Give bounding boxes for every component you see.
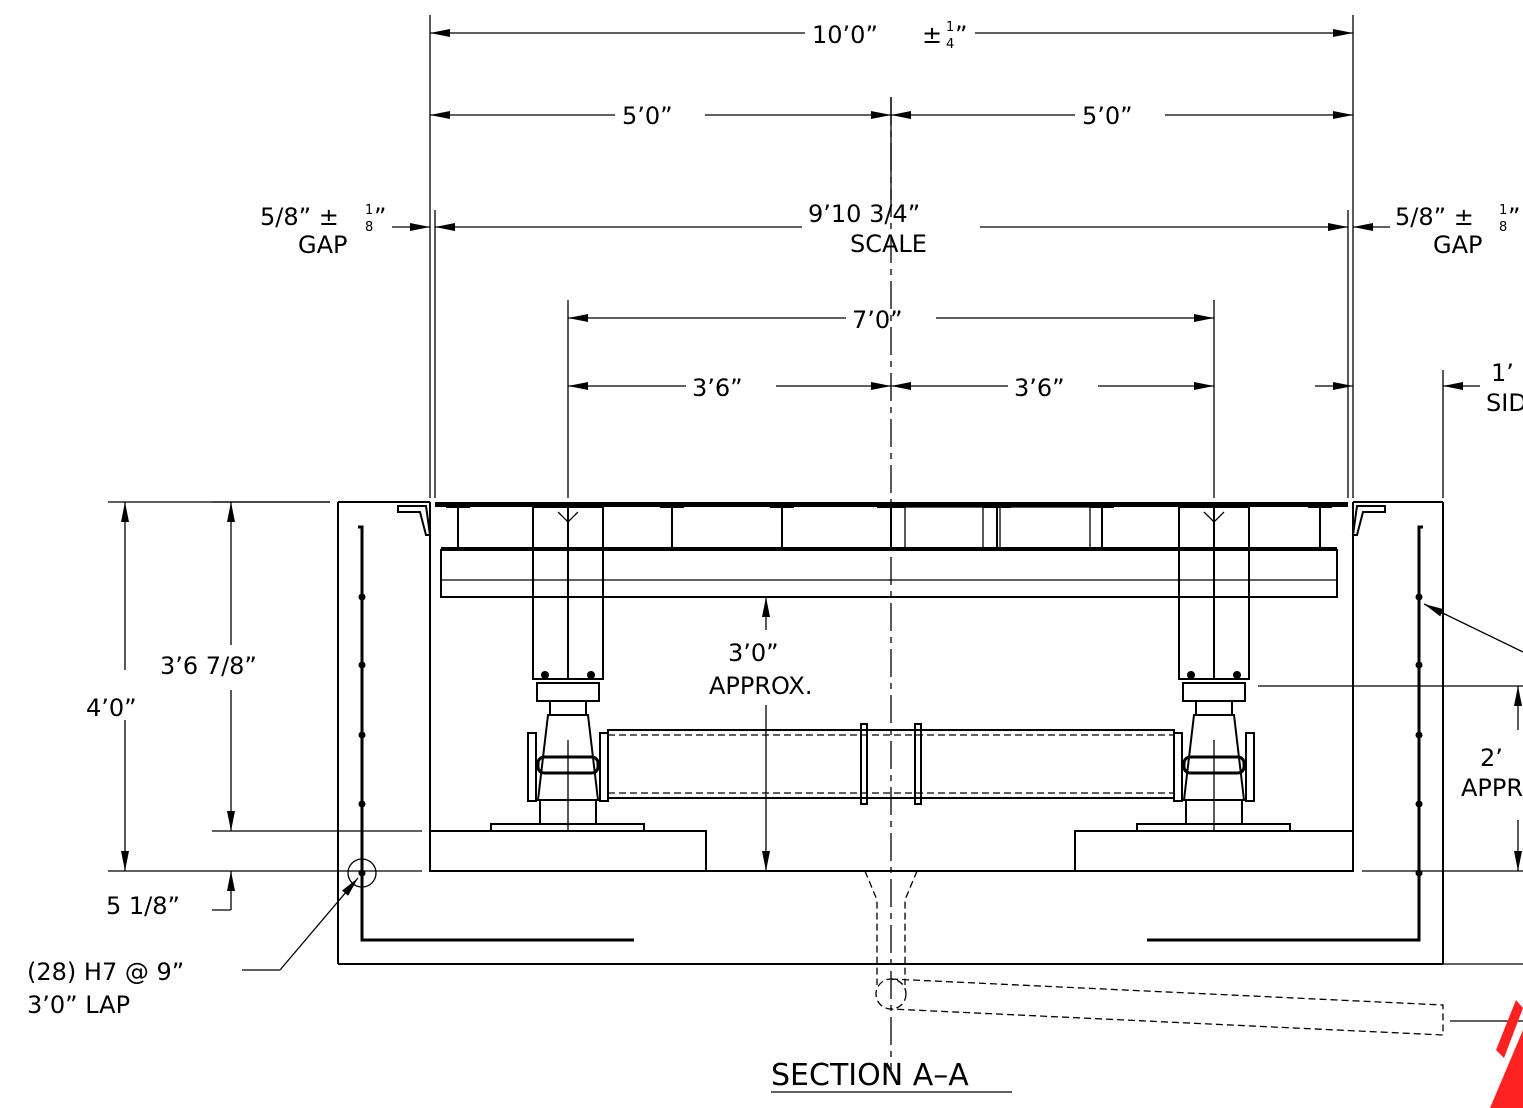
svg-text:”: ”: [374, 203, 386, 231]
pit-outline: [337, 501, 1523, 965]
svg-text:3’6”: 3’6”: [692, 374, 743, 402]
dim-36-left: 3’6”: [568, 374, 891, 402]
logo-fragment: [1490, 1000, 1523, 1108]
rebar: [347, 525, 1423, 942]
left-dims: 4’0” 3’6 7/8” 5 1/8”: [86, 501, 422, 920]
drain: [864, 870, 1444, 1036]
svg-text:GAP: GAP: [298, 231, 348, 259]
svg-text:SCALE: SCALE: [850, 230, 927, 258]
svg-text:9’10 3/4”: 9’10 3/4”: [808, 200, 920, 228]
dim-clearance: 3’0” APPROX.: [709, 597, 812, 871]
svg-text:APPROX.: APPROX.: [709, 672, 812, 700]
svg-text:SECTION A–A: SECTION A–A: [771, 1058, 969, 1093]
svg-text:2’: 2’: [1480, 744, 1503, 772]
svg-text:1: 1: [946, 20, 954, 35]
side-dim: 1’ SID: [1315, 359, 1523, 417]
right-dims: 2’ APPR: [1258, 603, 1523, 1022]
svg-text:1’: 1’: [1491, 359, 1514, 387]
svg-text:GAP: GAP: [1433, 231, 1483, 259]
dim-overall-text: 10’0”: [812, 21, 878, 49]
svg-text:4: 4: [946, 37, 954, 52]
dim-scale: 9’10 3/4” SCALE: [435, 200, 1348, 258]
svg-text:4’0”: 4’0”: [86, 694, 137, 722]
svg-text:”: ”: [1508, 203, 1520, 231]
svg-text:5’0”: 5’0”: [1082, 102, 1133, 130]
svg-text:1: 1: [365, 203, 373, 218]
cross-tube: [607, 723, 1175, 805]
gap-left: 5/8” ± 1 8 ” GAP: [260, 203, 430, 259]
svg-text:5/8” ±: 5/8” ±: [260, 203, 339, 231]
dim-seven: 7’0”: [568, 306, 1214, 334]
svg-text:SID: SID: [1486, 389, 1523, 417]
svg-text:5/8” ±: 5/8” ±: [1395, 203, 1474, 231]
deck-beams: [446, 506, 1332, 549]
svg-text:8: 8: [1499, 220, 1507, 235]
svg-text:7’0”: 7’0”: [852, 306, 903, 334]
extension-lines: [429, 15, 1444, 498]
section-title: SECTION A–A: [771, 1058, 1012, 1093]
load-cell-left: [490, 671, 645, 832]
svg-text:5 1/8”: 5 1/8”: [106, 892, 180, 920]
dim-36-right: 3’6”: [891, 374, 1214, 402]
svg-text:”: ”: [955, 21, 967, 49]
svg-text:3’0” LAP: 3’0” LAP: [27, 991, 130, 1019]
dim-half-right: 5’0”: [891, 102, 1353, 130]
load-cell-right: [1136, 671, 1291, 832]
svg-text:5’0”: 5’0”: [622, 102, 673, 130]
rebar-note: (28) H7 @ 9” 3’0” LAP: [27, 877, 359, 1019]
dim-half-left: 5’0”: [430, 102, 891, 130]
svg-text:3’6”: 3’6”: [1014, 374, 1065, 402]
gap-right: 5/8” ± 1 8 ” GAP: [1353, 203, 1520, 259]
svg-text:APPR: APPR: [1461, 774, 1523, 802]
svg-text:1: 1: [1499, 203, 1507, 218]
svg-text:(28) H7 @ 9”: (28) H7 @ 9”: [27, 958, 184, 986]
svg-text:3’0”: 3’0”: [728, 639, 779, 667]
scale-deck: [435, 502, 1348, 680]
dim-overall-tol: ±: [922, 21, 942, 49]
svg-text:8: 8: [365, 220, 373, 235]
svg-text:3’6 7/8”: 3’6 7/8”: [160, 652, 257, 680]
dim-overall: 10’0” ± 1 4 ”: [430, 20, 1353, 52]
